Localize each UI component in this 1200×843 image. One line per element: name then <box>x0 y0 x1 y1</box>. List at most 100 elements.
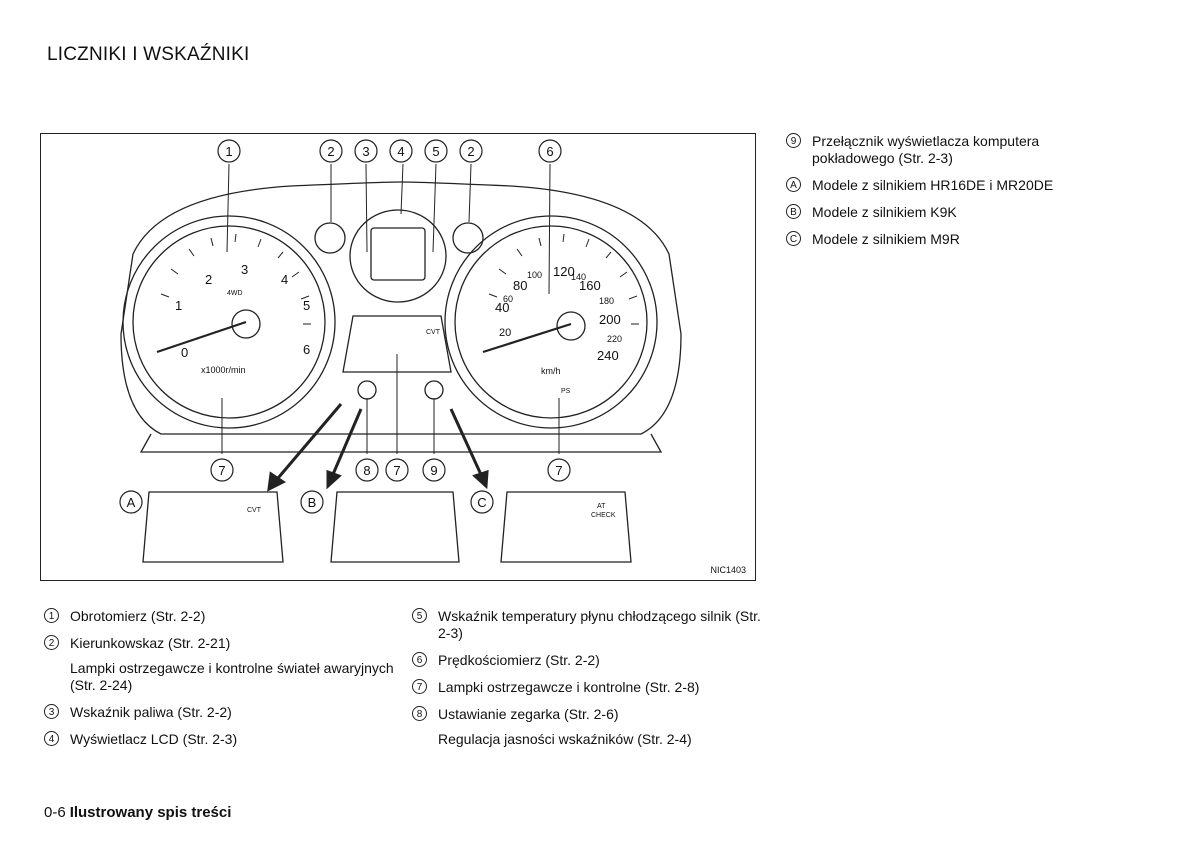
tacho-label-1: 1 <box>175 298 182 313</box>
callout-1: 1 <box>225 144 232 159</box>
legend-marker: A <box>786 177 801 192</box>
legend-marker: 7 <box>412 679 427 694</box>
callout-c: C <box>477 495 486 510</box>
page-number: 0-6 <box>44 804 66 821</box>
speedo-ps: PS <box>561 388 571 395</box>
legend-text: Modele z silnikiem M9R <box>812 231 960 247</box>
legend-item: 7 Lampki ostrzegawcze i kontrolne (Str. 2… <box>412 679 772 696</box>
tacho-label-3: 3 <box>241 262 248 277</box>
tachometer-dial <box>122 215 336 429</box>
legend-marker: 5 <box>412 608 427 623</box>
legend-text: Lampki ostrzegawcze i kontrolne (Str. 2-… <box>438 679 700 695</box>
callout-7-right: 7 <box>555 463 562 478</box>
legend-item: 5 Wskaźnik temperatury płynu chłodzącego … <box>412 608 772 642</box>
speedo-label-220: 220 <box>607 334 622 344</box>
section-title: Ilustrowany spis treści <box>69 804 232 821</box>
legend-item: 9 Przełącznik wyświetlacza komputera pokł… <box>786 133 1086 167</box>
callout-2-left: 2 <box>327 144 334 159</box>
legend-marker: 4 <box>44 731 59 746</box>
legend-marker: 6 <box>412 652 427 667</box>
panel-cvt: CVT <box>426 329 441 336</box>
panel-c <box>500 491 632 563</box>
tacho-4wd: 4WD <box>227 290 243 297</box>
legend-marker: 3 <box>44 704 59 719</box>
speedo-label-140: 140 <box>571 272 586 282</box>
legend-text: Kierunkowskaz (Str. 2-21) <box>70 635 231 651</box>
legend-text: Wskaźnik paliwa (Str. 2-2) <box>70 704 232 720</box>
speedo-label-200: 200 <box>599 312 621 327</box>
legend-item: B Modele z silnikiem K9K <box>786 204 1086 221</box>
legend-item: 3 Wskaźnik paliwa (Str. 2-2) <box>44 704 404 721</box>
legend-marker: 2 <box>44 635 59 650</box>
legend-marker: 1 <box>44 608 59 623</box>
instrument-cluster-figure: 1 2 3 4 5 6 0 20 40 60 80 100 120 140 16… <box>40 133 756 581</box>
tacho-label-4: 4 <box>281 272 288 287</box>
panel-a <box>142 491 284 563</box>
legend-text: Prędkościomierz (Str. 2-2) <box>438 652 600 668</box>
callout-7-left: 7 <box>218 463 225 478</box>
cluster-housing <box>120 181 682 435</box>
legend-text: Wskaźnik temperatury płynu chłodzącego s… <box>438 608 761 641</box>
legend-text: Przełącznik wyświetlacza komputera pokła… <box>812 133 1040 166</box>
turn-right-indicator <box>452 222 484 254</box>
tacho-label-5: 5 <box>303 298 310 313</box>
callout-a: A <box>127 495 136 510</box>
speedo-label-160: 160 <box>579 278 601 293</box>
legend-text: Lampki ostrzegawcze i kontrolne świateł … <box>70 660 394 693</box>
callout-4: 4 <box>397 144 404 159</box>
legend-item: Regulacja jasności wskaźników (Str. 2-4) <box>412 731 772 748</box>
legend-text: Wyświetlacz LCD (Str. 2-3) <box>70 731 238 747</box>
legend-text: Ustawianie zegarka (Str. 2-6) <box>438 706 619 722</box>
legend-marker: B <box>786 204 801 219</box>
callout-2-right: 2 <box>467 144 474 159</box>
panel-c-at: AT <box>597 503 606 510</box>
panel-a-cvt: CVT <box>247 507 262 514</box>
speedo-label-40: 40 <box>495 300 509 315</box>
callout-3: 3 <box>362 144 369 159</box>
callout-5: 5 <box>432 144 439 159</box>
lcd-display <box>349 209 447 303</box>
speedo-label-120: 120 <box>553 264 575 279</box>
tacho-unit: x1000r/min <box>201 365 246 375</box>
tacho-label-0: 0 <box>181 345 188 360</box>
clock-knob <box>357 380 377 400</box>
speedo-label-80: 80 <box>513 278 527 293</box>
callout-8: 8 <box>363 463 370 478</box>
turn-left-indicator <box>314 222 346 254</box>
speedo-unit: km/h <box>541 366 561 376</box>
callout-7-middle: 7 <box>393 463 400 478</box>
legend-text: Regulacja jasności wskaźników (Str. 2-4) <box>438 731 692 747</box>
speedo-label-60: 60 <box>503 294 513 304</box>
legend-marker: 9 <box>786 133 801 148</box>
speedometer-dial <box>444 215 658 429</box>
legend-right: 9 Przełącznik wyświetlacza komputera pokł… <box>786 133 1086 258</box>
legend-marker: 8 <box>412 706 427 721</box>
panel-b <box>330 491 460 563</box>
page-title: LICZNIKI I WSKAŹNIKI <box>47 44 250 65</box>
display-switch-knob <box>424 380 444 400</box>
speedo-label-180: 180 <box>599 296 614 306</box>
legend-item: 6 Prędkościomierz (Str. 2-2) <box>412 652 772 669</box>
tacho-label-6: 6 <box>303 342 310 357</box>
speedo-label-20: 20 <box>499 327 511 339</box>
panel-c-check: CHECK <box>591 512 616 519</box>
callout-9: 9 <box>430 463 437 478</box>
legend-text: Modele z silnikiem K9K <box>812 204 957 220</box>
cluster-illustration: 1 2 3 4 5 6 0 20 40 60 80 100 120 140 16… <box>119 139 682 563</box>
legend-item: 2 Kierunkowskaz (Str. 2-21) <box>44 635 404 652</box>
warning-panel <box>342 315 452 373</box>
speedo-label-100: 100 <box>527 270 542 280</box>
legend-item: 4 Wyświetlacz LCD (Str. 2-3) <box>44 731 404 748</box>
tacho-label-2: 2 <box>205 272 212 287</box>
legend-item: A Modele z silnikiem HR16DE i MR20DE <box>786 177 1086 194</box>
legend-middle: 5 Wskaźnik temperatury płynu chłodzącego … <box>412 608 772 758</box>
speedo-label-240: 240 <box>597 348 619 363</box>
callout-b: B <box>308 495 317 510</box>
callout-6: 6 <box>546 144 553 159</box>
legend-item: 8 Ustawianie zegarka (Str. 2-6) <box>412 706 772 723</box>
legend-text: Modele z silnikiem HR16DE i MR20DE <box>812 177 1054 193</box>
legend-item: Lampki ostrzegawcze i kontrolne świateł … <box>44 660 404 694</box>
